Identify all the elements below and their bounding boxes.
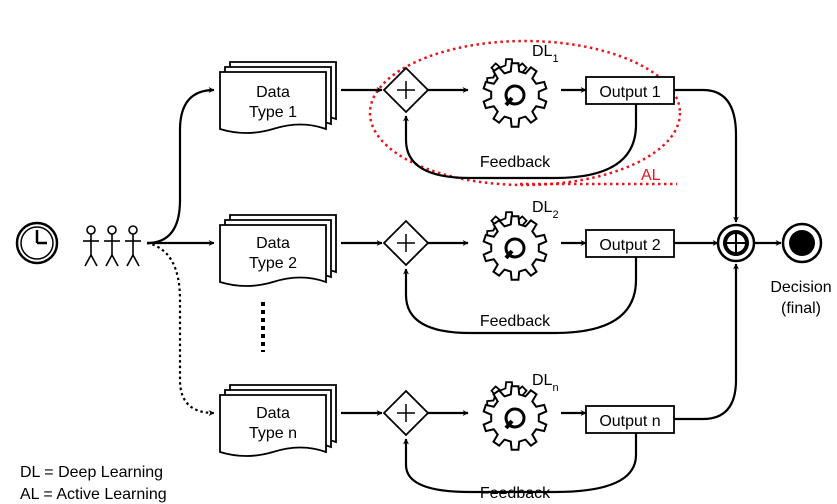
al-highlight-ellipse: [368, 39, 682, 187]
data-type-n-doc-stack: Data Type n: [219, 384, 337, 457]
row-2: Data Type 2 DL2 Output 2 Feedback: [219, 199, 719, 335]
combiner-icon: [716, 223, 756, 263]
feedback-n-label: Feedback: [480, 485, 551, 502]
feedback-n-loop: [403, 433, 638, 494]
dl-1-label: DL1: [532, 43, 559, 65]
output-1-label: Output 1: [599, 84, 660, 101]
dl-2-label: DL2: [532, 199, 559, 221]
plus-junction-icon: [382, 66, 430, 114]
branch-to-row-1: [146, 87, 215, 245]
gear-icon: [482, 381, 548, 451]
branch-to-row-n: [146, 241, 215, 416]
gear-icon: [482, 211, 548, 281]
legend-al: AL = Active Learning: [20, 486, 167, 503]
data-type-n-line2: Type n: [249, 425, 297, 442]
row-n: Data Type n DLn Output n Feedback: [219, 263, 739, 502]
legend-dl: DL = Deep Learning: [20, 464, 163, 481]
data-type-2-line1: Data: [256, 235, 290, 252]
data-type-1-doc-stack: Data Type 1: [219, 61, 337, 134]
output-2-label: Output 2: [599, 237, 660, 254]
output-n-label: Output n: [599, 413, 660, 430]
terminal-decision-icon: [781, 222, 823, 264]
al-label: AL: [641, 167, 661, 184]
decision-label-line1: Decision: [770, 279, 831, 296]
row-1: Data Type 1 DL1 Output 1 Feedback: [219, 43, 739, 223]
plus-junction-icon: [382, 389, 430, 437]
output-2-box: [585, 229, 675, 258]
feedback-2-label: Feedback: [480, 313, 551, 330]
data-type-1-line1: Data: [256, 84, 290, 101]
output-1-box: [585, 76, 675, 105]
dl-n-label: DLn: [532, 372, 559, 394]
feedback-2-loop: [403, 257, 638, 335]
feedback-1-label: Feedback: [480, 154, 551, 171]
data-type-2-line2: Type 2: [249, 255, 297, 272]
output-n-box: [585, 405, 675, 434]
output-1-to-combiner: [674, 88, 739, 223]
feedback-1-loop: [403, 104, 638, 180]
data-type-2-doc-stack: Data Type 2: [219, 214, 337, 287]
data-type-1-line2: Type 1: [249, 104, 297, 121]
output-n-to-combiner: [674, 263, 739, 421]
decision-label-line2: (final): [781, 300, 821, 317]
data-type-n-line1: Data: [256, 405, 290, 422]
people-icon: [83, 225, 141, 267]
gear-icon: [482, 58, 548, 128]
clock-icon: [15, 221, 59, 265]
plus-junction-icon: [382, 219, 430, 267]
